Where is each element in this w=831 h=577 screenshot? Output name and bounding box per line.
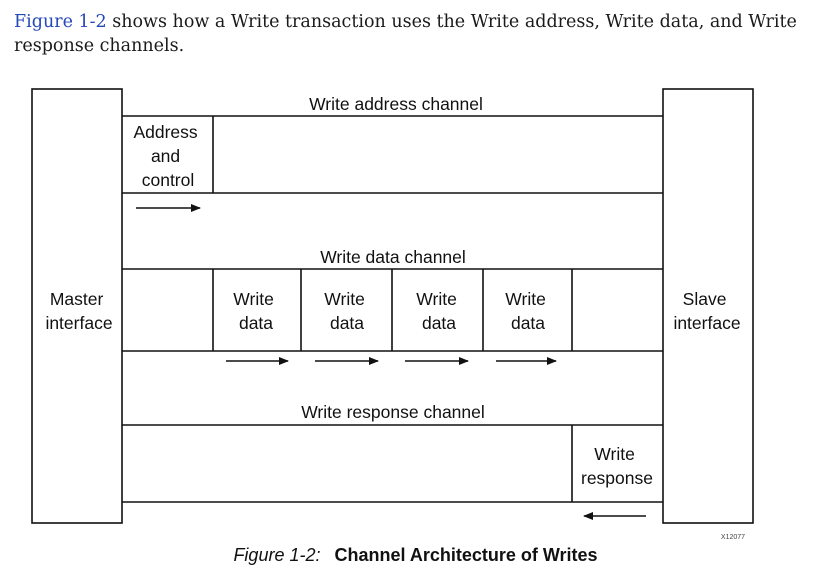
- write-response-packet: Write response: [581, 444, 653, 488]
- write-data-packet-2: Write data: [324, 289, 369, 333]
- write-address-channel-title: Write address channel: [309, 94, 483, 114]
- slave-interface-box: [662, 88, 754, 524]
- write-data-packet-1: Write data: [233, 289, 278, 333]
- figure-caption-title: Channel Architecture of Writes: [334, 545, 598, 565]
- write-data-packet-4: Write data: [505, 289, 550, 333]
- figure-reference-link[interactable]: Figure 1-2: [14, 12, 107, 32]
- write-data-packet-3: Write data: [416, 289, 461, 333]
- figure-caption: Figure 1-2: Channel Architecture of Write…: [0, 545, 831, 566]
- intro-text-line1: shows how a Write transaction uses the W…: [106, 12, 797, 32]
- write-data-channel-title: Write data channel: [320, 247, 466, 267]
- master-interface-label: Master interface: [45, 289, 112, 333]
- master-interface-box: [31, 88, 123, 524]
- address-control-packet: Address and control: [133, 122, 202, 190]
- intro-paragraph: Figure 1-2 shows how a Write transaction…: [14, 10, 814, 58]
- slave-interface-label: Slave interface: [673, 289, 740, 333]
- intro-text-line2: response channels.: [14, 36, 185, 56]
- write-response-channel-title: Write response channel: [301, 402, 485, 422]
- figure-caption-label: Figure 1-2:: [233, 545, 321, 565]
- figure-identifier: X12077: [721, 534, 745, 541]
